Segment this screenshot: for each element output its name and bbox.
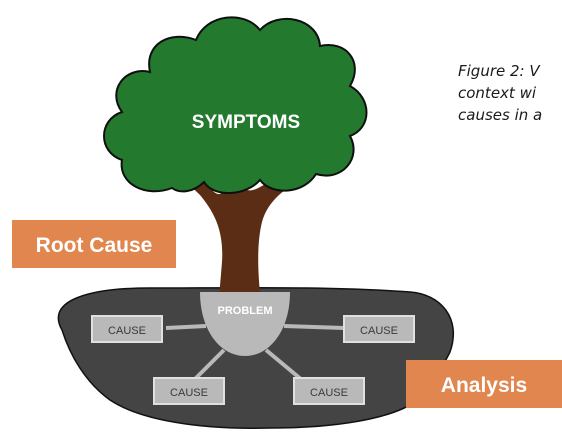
cause-node-top-right: CAUSE	[343, 315, 415, 343]
root-cause-label-box: Root Cause	[12, 220, 176, 268]
figure-caption: Figure 2: V context wi causes in a	[458, 60, 562, 126]
cause-label: CAUSE	[170, 387, 208, 399]
analysis-label-box: Analysis	[406, 360, 562, 408]
tree-trunk	[180, 160, 306, 310]
cause-label: CAUSE	[360, 325, 398, 337]
root-cause-label: Root Cause	[36, 234, 153, 257]
connector-bottom-right	[264, 348, 304, 382]
caption-line: Figure 2: V	[458, 62, 540, 80]
caption-line: context wi	[458, 84, 537, 102]
caption-line: causes in a	[458, 106, 543, 124]
cause-node-top-left: CAUSE	[91, 315, 163, 343]
problem-label: PROBLEM	[218, 305, 273, 317]
problem-node	[200, 292, 290, 356]
symptoms-label: SYMPTOMS	[192, 112, 300, 133]
connector-top-left	[165, 324, 207, 330]
connector-bottom-left	[192, 348, 226, 382]
cause-node-bottom-left: CAUSE	[153, 377, 225, 405]
cause-node-bottom-right: CAUSE	[293, 377, 365, 405]
connector-top-right	[283, 324, 345, 330]
tree-foliage	[103, 16, 368, 195]
analysis-label: Analysis	[441, 374, 527, 397]
cause-label: CAUSE	[108, 325, 146, 337]
cause-label: CAUSE	[310, 387, 348, 399]
